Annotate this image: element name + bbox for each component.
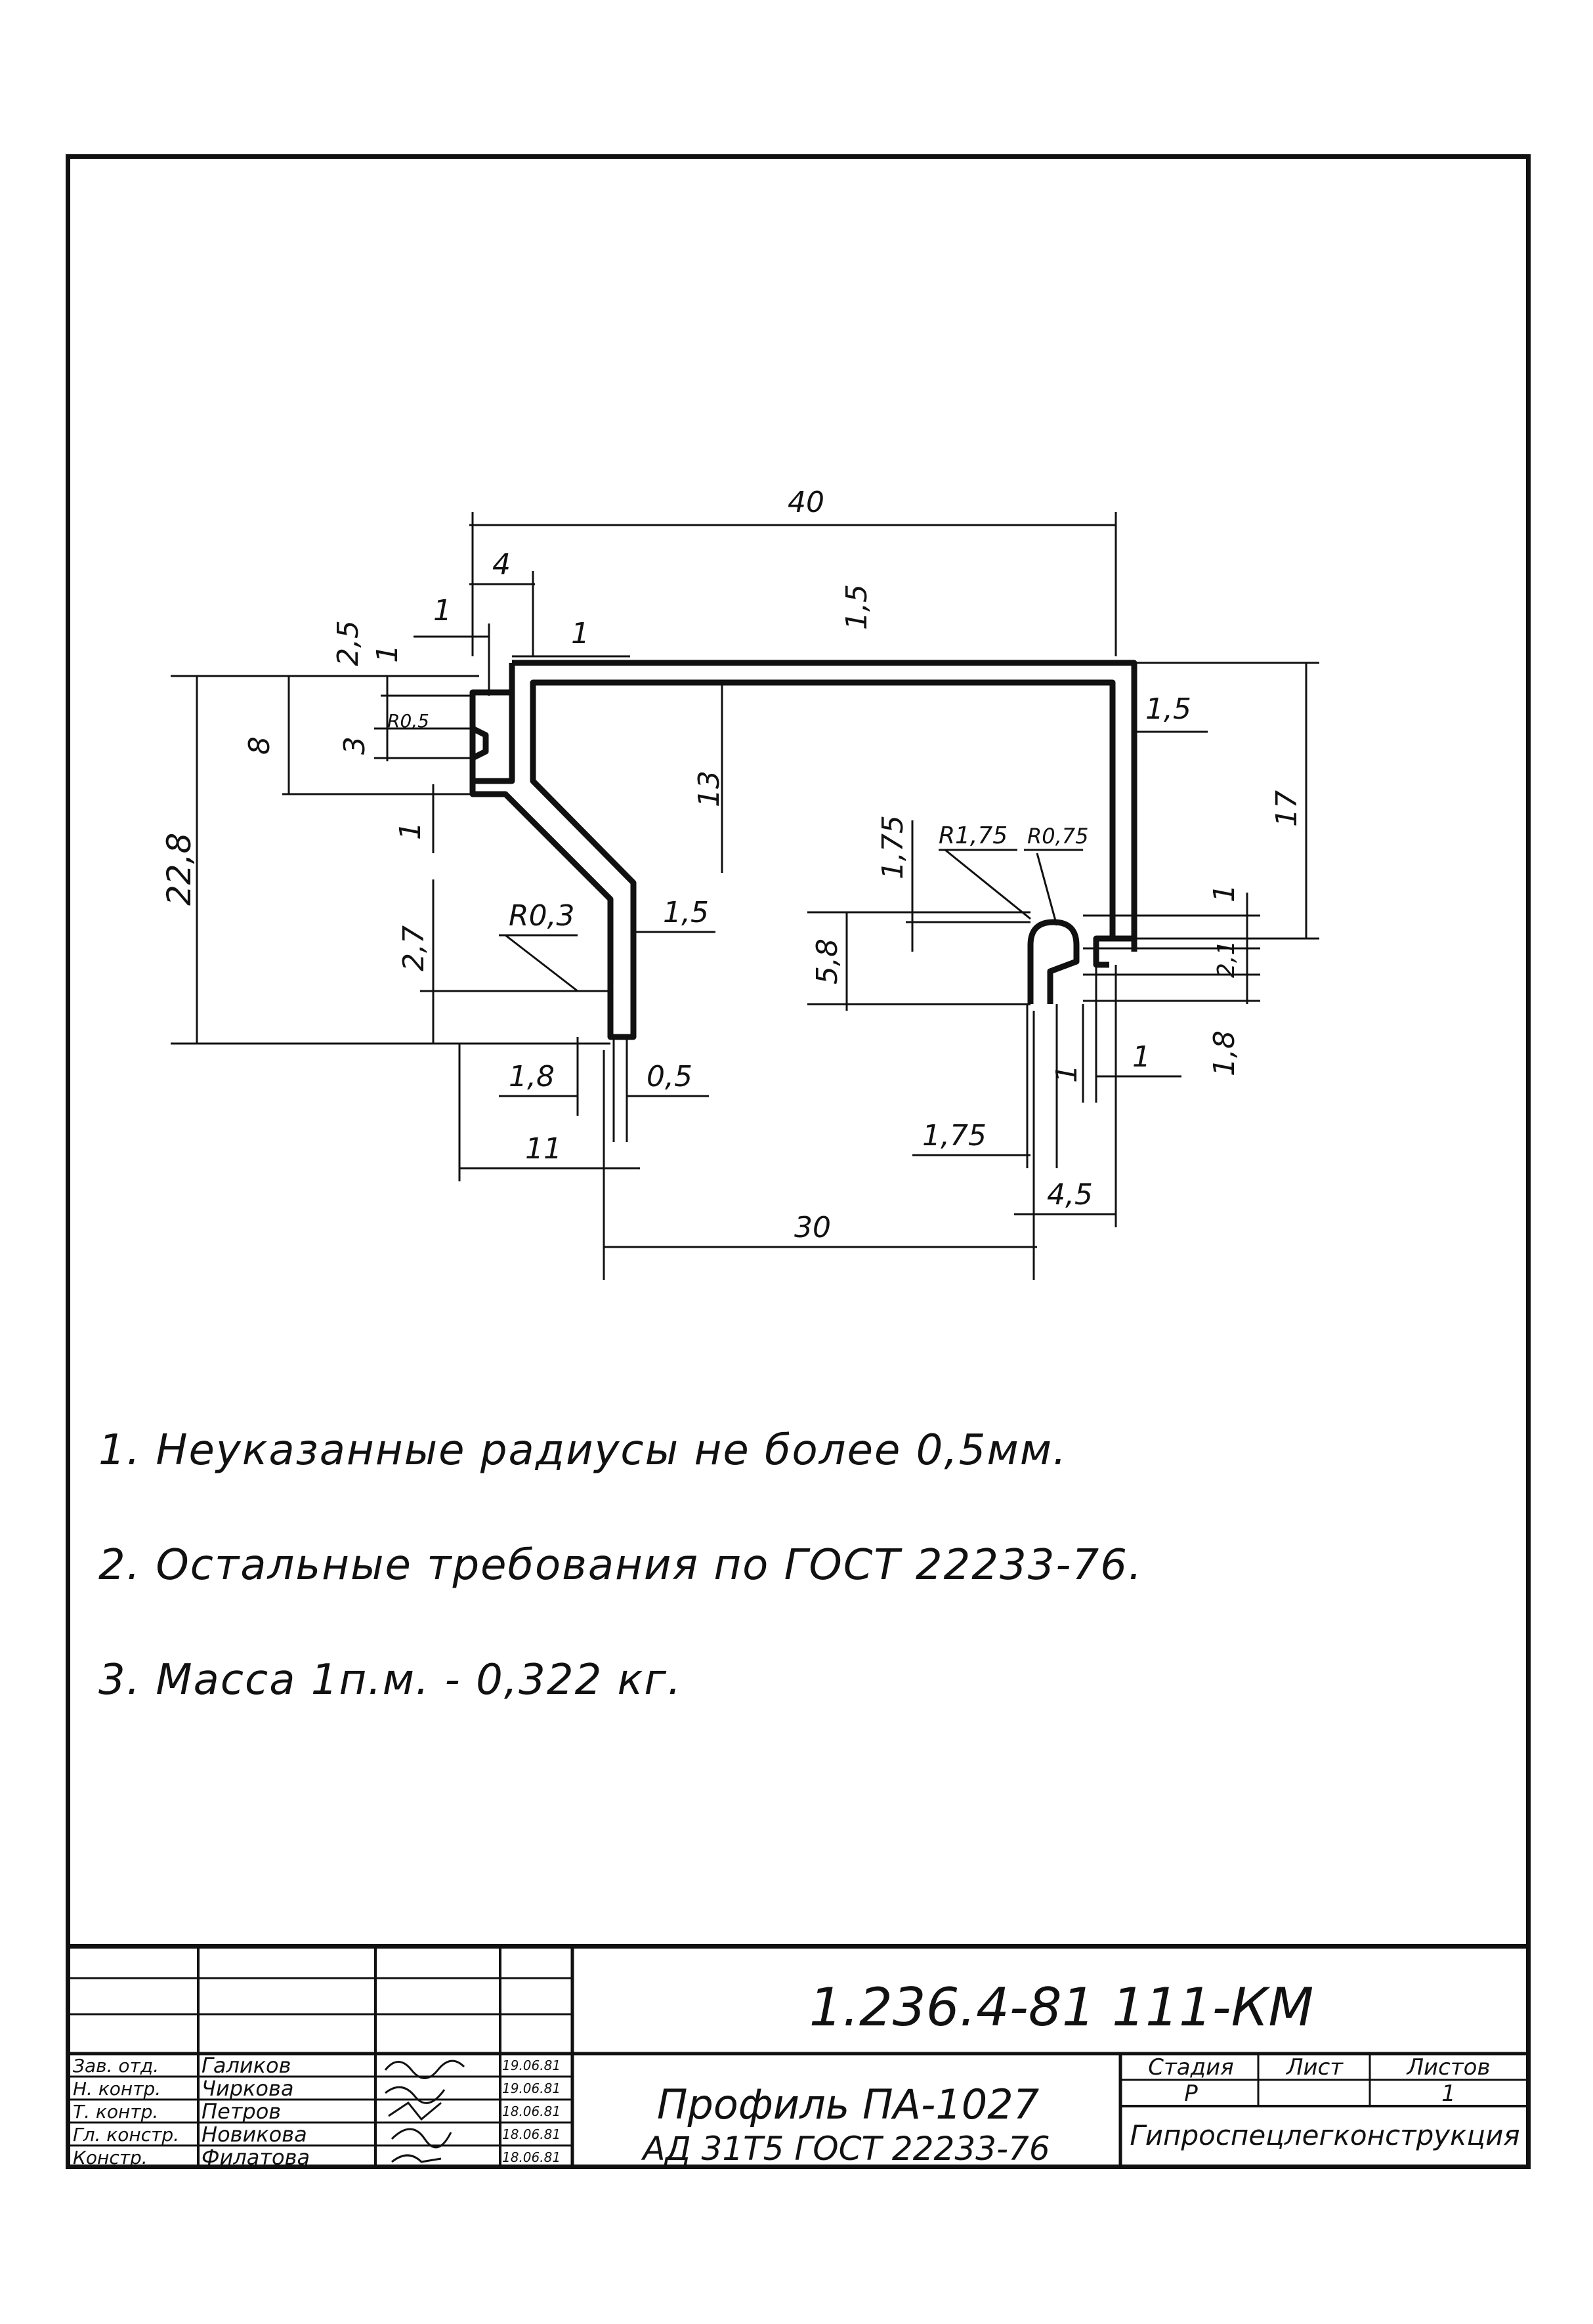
dim-height-13: 13 <box>692 771 726 807</box>
dim-hook-1b: 1 <box>1050 1065 1084 1083</box>
dim-lip-slot: 3 <box>338 736 372 755</box>
dim-leg-thickness: 1,5 <box>663 896 709 929</box>
doc-number: 1.236.4-81 111-КМ <box>809 1977 1314 2038</box>
dim-40: 40 <box>788 486 824 519</box>
sheets-value: 1 <box>1441 2081 1456 2106</box>
sig-role: Н. контр. <box>73 2078 161 2100</box>
profile-outline <box>469 660 1137 1040</box>
dim-hook-1-75: 1,75 <box>922 1119 987 1152</box>
dim-step: 1 <box>371 644 404 663</box>
profile-drawing: 40 1,5 4 1 1 2,5 1 3 R0,5 8 1 22,8 13 2,… <box>160 486 1319 1280</box>
drawing-sheet <box>66 154 1531 2169</box>
dimension-labels: 40 1,5 4 1 1 2,5 1 3 R0,5 8 1 22,8 13 2,… <box>160 486 1304 1244</box>
dim-hook-1a: 1 <box>1208 884 1241 902</box>
dim-hook-1c: 1 <box>1132 1040 1151 1074</box>
sig-role: Констр. <box>73 2147 148 2168</box>
organization: Гипроспецлегконструкция <box>1130 2119 1520 2151</box>
dim-lip-top: 2,5 <box>331 620 365 666</box>
dim-hook-4-5: 4,5 <box>1047 1178 1093 1212</box>
sig-date: 18.06.81 <box>502 2149 561 2165</box>
sig-name: Чиркова <box>202 2078 294 2100</box>
dimension-lines <box>171 512 1319 1280</box>
sheet-header: Лист <box>1286 2055 1344 2080</box>
dim-right-height: 17 <box>1270 790 1304 827</box>
sig-name: Филатова <box>202 2147 310 2168</box>
title-block: 1.236.4-81 111-КМ Профиль ПА-1027 АД 31Т… <box>70 1944 1526 2169</box>
dim-leg-gap: 0,5 <box>647 1060 692 1093</box>
dim-leg-tip: 1,8 <box>509 1060 555 1093</box>
dim-bottom-span: 30 <box>794 1211 831 1244</box>
note-1: 1. Неуказанные радиусы не более 0,5мм. <box>98 1426 1068 1475</box>
dim-wall-top: 1,5 <box>840 584 874 630</box>
dim-wall-right: 1,5 <box>1145 692 1191 726</box>
dim-lip-thickness-2: 1 <box>571 617 589 650</box>
sig-date: 19.06.81 <box>502 2058 561 2073</box>
dim-radius-0-3: R0,3 <box>509 899 575 933</box>
dim-hook-height: 5,8 <box>811 939 844 984</box>
sig-name: Галиков <box>202 2055 291 2077</box>
stage-value: Р <box>1184 2081 1198 2106</box>
sig-name: Петров <box>202 2101 282 2123</box>
dim-hook-2-1: 2,1 <box>1213 940 1240 978</box>
dim-total-height: 22,8 <box>160 833 198 906</box>
dim-height-2-7: 2,7 <box>397 925 431 971</box>
dim-hook-1-8: 1,8 <box>1208 1030 1241 1076</box>
note-2: 2. Остальные требования по ГОСТ 22233-76… <box>98 1541 1143 1590</box>
dim-hook-radius-1: R1,75 <box>939 822 1008 849</box>
title: Профиль ПА-1027 <box>656 2081 1040 2128</box>
sig-date: 19.06.81 <box>502 2081 561 2096</box>
sig-date: 18.06.81 <box>502 2103 561 2119</box>
dim-lip-height: 8 <box>243 736 276 755</box>
sig-role: Т. контр. <box>73 2101 159 2123</box>
sig-role: Гл. констр. <box>73 2124 180 2145</box>
title-block-grid <box>70 1949 1526 2169</box>
dim-lip-width: 4 <box>492 548 511 581</box>
dim-hook-offset: 1,75 <box>876 815 910 879</box>
dim-lip-radius: R0,5 <box>387 710 429 732</box>
dim-step-1: 1 <box>394 822 427 840</box>
dim-leg-span: 11 <box>525 1132 562 1166</box>
sig-date: 18.06.81 <box>502 2126 561 2142</box>
material: АД 31Т5 ГОСТ 22233-76 <box>643 2130 1050 2168</box>
notes: 1. Неуказанные радиусы не более 0,5мм. 2… <box>98 1424 1280 1769</box>
note-3: 3. Масса 1п.м. - 0,322 кг. <box>98 1656 683 1704</box>
stage-header: Стадия <box>1148 2055 1234 2080</box>
sig-name: Новикова <box>202 2124 307 2145</box>
sheet-value <box>1260 2081 1370 2106</box>
dim-hook-radius-2: R0,75 <box>1027 824 1088 849</box>
sig-role: Зав. отд. <box>73 2055 159 2077</box>
dim-lip-thickness: 1 <box>433 594 452 627</box>
sheets-header: Листов <box>1407 2055 1491 2080</box>
